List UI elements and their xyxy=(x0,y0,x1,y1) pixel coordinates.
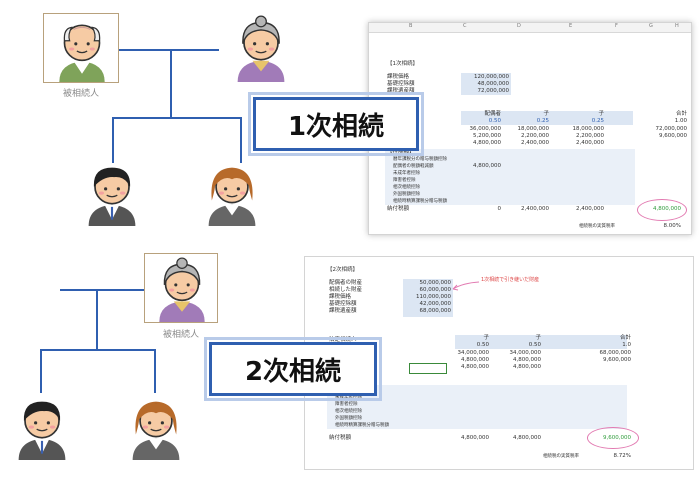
spouse-line-second xyxy=(60,289,144,291)
daughter-icon xyxy=(200,158,264,226)
son-icon xyxy=(80,158,144,226)
grandmother-figure xyxy=(228,14,294,82)
carryover-note: 1次相続で引き継いだ財産 xyxy=(481,277,540,283)
selected-cell[interactable] xyxy=(409,363,447,374)
second-total-circle xyxy=(587,427,639,449)
note-arrow xyxy=(452,281,480,291)
son-icon xyxy=(10,392,74,460)
first-inheritance-title: 1次相続 xyxy=(248,92,424,156)
child-line-right xyxy=(240,117,242,163)
daughter-figure-first xyxy=(200,158,264,226)
second-inheritance-title: 2次相続 xyxy=(204,337,382,401)
grandfather-figure xyxy=(43,13,119,83)
daughter-icon xyxy=(124,392,188,460)
marriage-line xyxy=(119,49,219,51)
child-line-left-second xyxy=(40,349,42,393)
children-bar xyxy=(112,117,242,119)
sheet-section-title: 【1次相続】 xyxy=(387,61,418,67)
column-header: B C D E F G H xyxy=(369,23,691,33)
grandmother-icon xyxy=(228,14,294,82)
grandfather-icon xyxy=(50,16,114,82)
child-line-left xyxy=(112,117,114,163)
deceased-label-first: 被相続人 xyxy=(62,89,99,99)
first-total-circle xyxy=(637,199,687,221)
deceased-label-second: 被相続人 xyxy=(162,330,199,340)
son-figure-second xyxy=(10,392,74,460)
descent-line-second xyxy=(96,289,98,351)
grandmother-icon xyxy=(150,256,214,322)
child-line-right-second xyxy=(154,349,156,393)
first-inheritance-sheet: B C D E F G H 【1次相続】 課税価格 120,000,000 基礎… xyxy=(368,22,692,235)
grandmother-figure-second xyxy=(144,253,218,323)
children-bar-second xyxy=(40,349,156,351)
sheet-section-title: 【2次相続】 xyxy=(327,267,358,273)
daughter-figure-second xyxy=(124,392,188,460)
descent-line xyxy=(170,49,172,119)
son-figure-first xyxy=(80,158,144,226)
